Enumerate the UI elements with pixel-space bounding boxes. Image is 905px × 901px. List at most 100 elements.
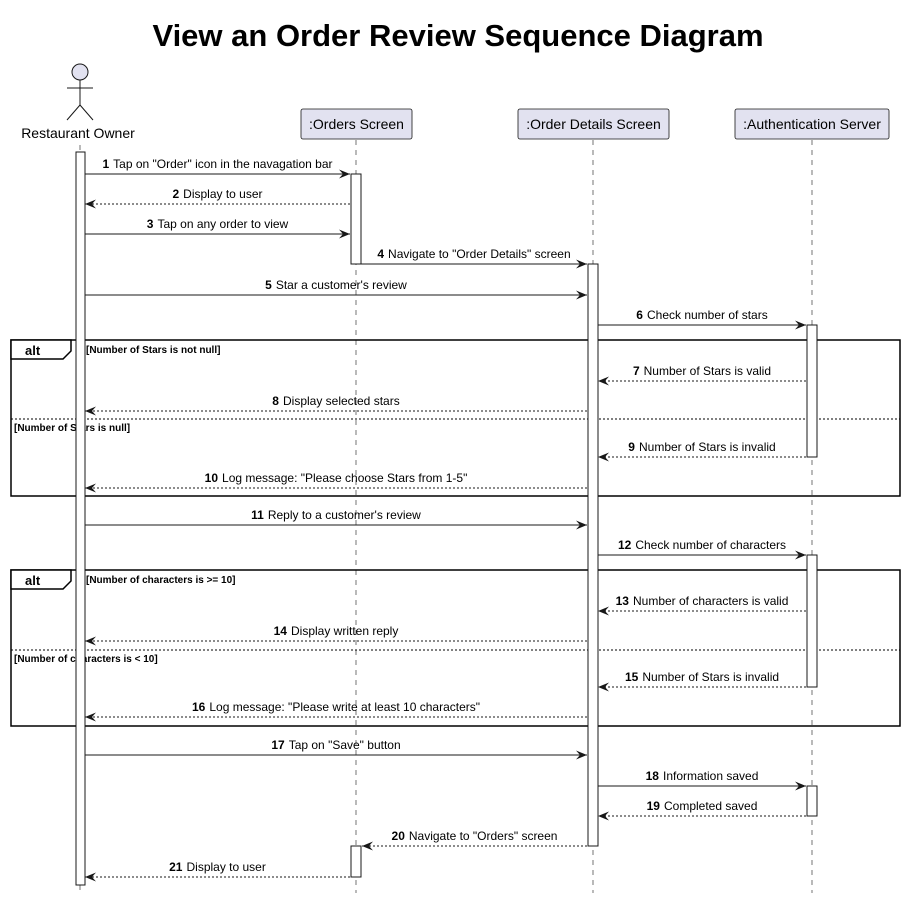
- actor-head-icon: [71, 63, 89, 81]
- actor-left-leg: [66, 104, 81, 121]
- message-number: 12: [618, 538, 632, 552]
- message-1: 1 Tap on "Order" icon in the navagation b…: [85, 157, 350, 179]
- actor-restaurant-owner: Restaurant Owner: [21, 63, 135, 141]
- message-text: Display to user: [183, 187, 262, 201]
- message-number: 15: [625, 670, 639, 684]
- message-number: 14: [274, 624, 288, 638]
- arrowhead-icon: [362, 841, 373, 851]
- message-number: 9: [628, 440, 635, 454]
- message-number: 13: [616, 594, 630, 608]
- message-number: 17: [271, 738, 285, 752]
- arrowhead-icon: [795, 320, 806, 330]
- activation-authentication-server: [806, 324, 818, 458]
- fragment-operator: alt: [25, 573, 41, 588]
- message-label: 7 Number of Stars is valid: [633, 364, 771, 378]
- fragment-guard: [Number of Stars is null]: [14, 423, 130, 434]
- arrowhead-icon: [85, 199, 96, 209]
- message-number: 5: [265, 278, 272, 292]
- message-number: 10: [205, 471, 219, 485]
- message-number: 3: [147, 217, 154, 231]
- arrowhead-icon: [85, 872, 96, 882]
- arrowhead-icon: [598, 811, 609, 821]
- message-text: Log message: "Please choose Stars from 1…: [222, 471, 467, 485]
- fragment-frame: [10, 569, 901, 727]
- arrowhead-icon: [795, 550, 806, 560]
- arrowhead-icon: [576, 259, 587, 269]
- participant-label: :Orders Screen: [309, 116, 404, 132]
- message-text: Navigate to "Order Details" screen: [388, 247, 571, 261]
- arrowhead-icon: [795, 781, 806, 791]
- message-text: Display selected stars: [283, 394, 400, 408]
- arrowhead-icon: [85, 636, 96, 646]
- message-number: 1: [102, 157, 109, 171]
- message-number: 20: [392, 829, 406, 843]
- message-text: Navigate to "Orders" screen: [409, 829, 558, 843]
- arrowhead-icon: [576, 520, 587, 530]
- arrowhead-icon: [85, 483, 96, 493]
- message-text: Number of Stars is invalid: [642, 670, 779, 684]
- participant-label: :Order Details Screen: [526, 116, 661, 132]
- message-number: 21: [169, 860, 183, 874]
- message-text: Completed saved: [664, 799, 757, 813]
- alt-fragment-characters: alt [Number of characters is >= 10] [Num…: [10, 569, 901, 727]
- participant-box: [517, 108, 670, 140]
- fragment-guard: [Number of characters is >= 10]: [86, 575, 236, 586]
- message-text: Display written reply: [291, 624, 398, 638]
- arrowhead-icon: [598, 682, 609, 692]
- arrowhead-icon: [598, 452, 609, 462]
- message-number: 4: [377, 247, 384, 261]
- message-text: Number of Stars is invalid: [639, 440, 776, 454]
- message-label: 9 Number of Stars is invalid: [628, 440, 775, 454]
- message-label: 1 Tap on "Order" icon in the navagation b…: [102, 157, 332, 171]
- messages: 1 Tap on "Order" icon in the navagation b…: [85, 157, 806, 882]
- message-4: 4 Navigate to "Order Details" screen: [361, 247, 587, 269]
- message-text: Tap on any order to view: [157, 217, 288, 231]
- message-number: 11: [251, 508, 264, 522]
- fragment-guard: [Number of characters is < 10]: [14, 654, 158, 665]
- fragment-tab: [10, 569, 72, 590]
- fragment-frame: [10, 339, 901, 497]
- participant-box: [734, 108, 890, 140]
- message-text: Log message: "Please write at least 10 c…: [209, 700, 480, 714]
- diagram-title: View an Order Review Sequence Diagram: [152, 18, 763, 53]
- activation-authentication-server: [806, 554, 818, 688]
- message-7: 7 Number of Stars is valid: [598, 364, 806, 386]
- message-text: Tap on "Order" icon in the navagation ba…: [113, 157, 332, 171]
- participant-box: [300, 108, 413, 140]
- message-number: 18: [646, 769, 660, 783]
- message-number: 16: [192, 700, 206, 714]
- activation-restaurant-owner: [75, 151, 86, 886]
- message-text: Number of Stars is valid: [644, 364, 771, 378]
- message-text: Check number of characters: [635, 538, 786, 552]
- participant-order-details-screen: :Order Details Screen: [517, 108, 670, 140]
- arrowhead-icon: [576, 290, 587, 300]
- message-9: 9 Number of Stars is invalid: [598, 440, 806, 462]
- message-number: 7: [633, 364, 640, 378]
- arrowhead-icon: [598, 376, 609, 386]
